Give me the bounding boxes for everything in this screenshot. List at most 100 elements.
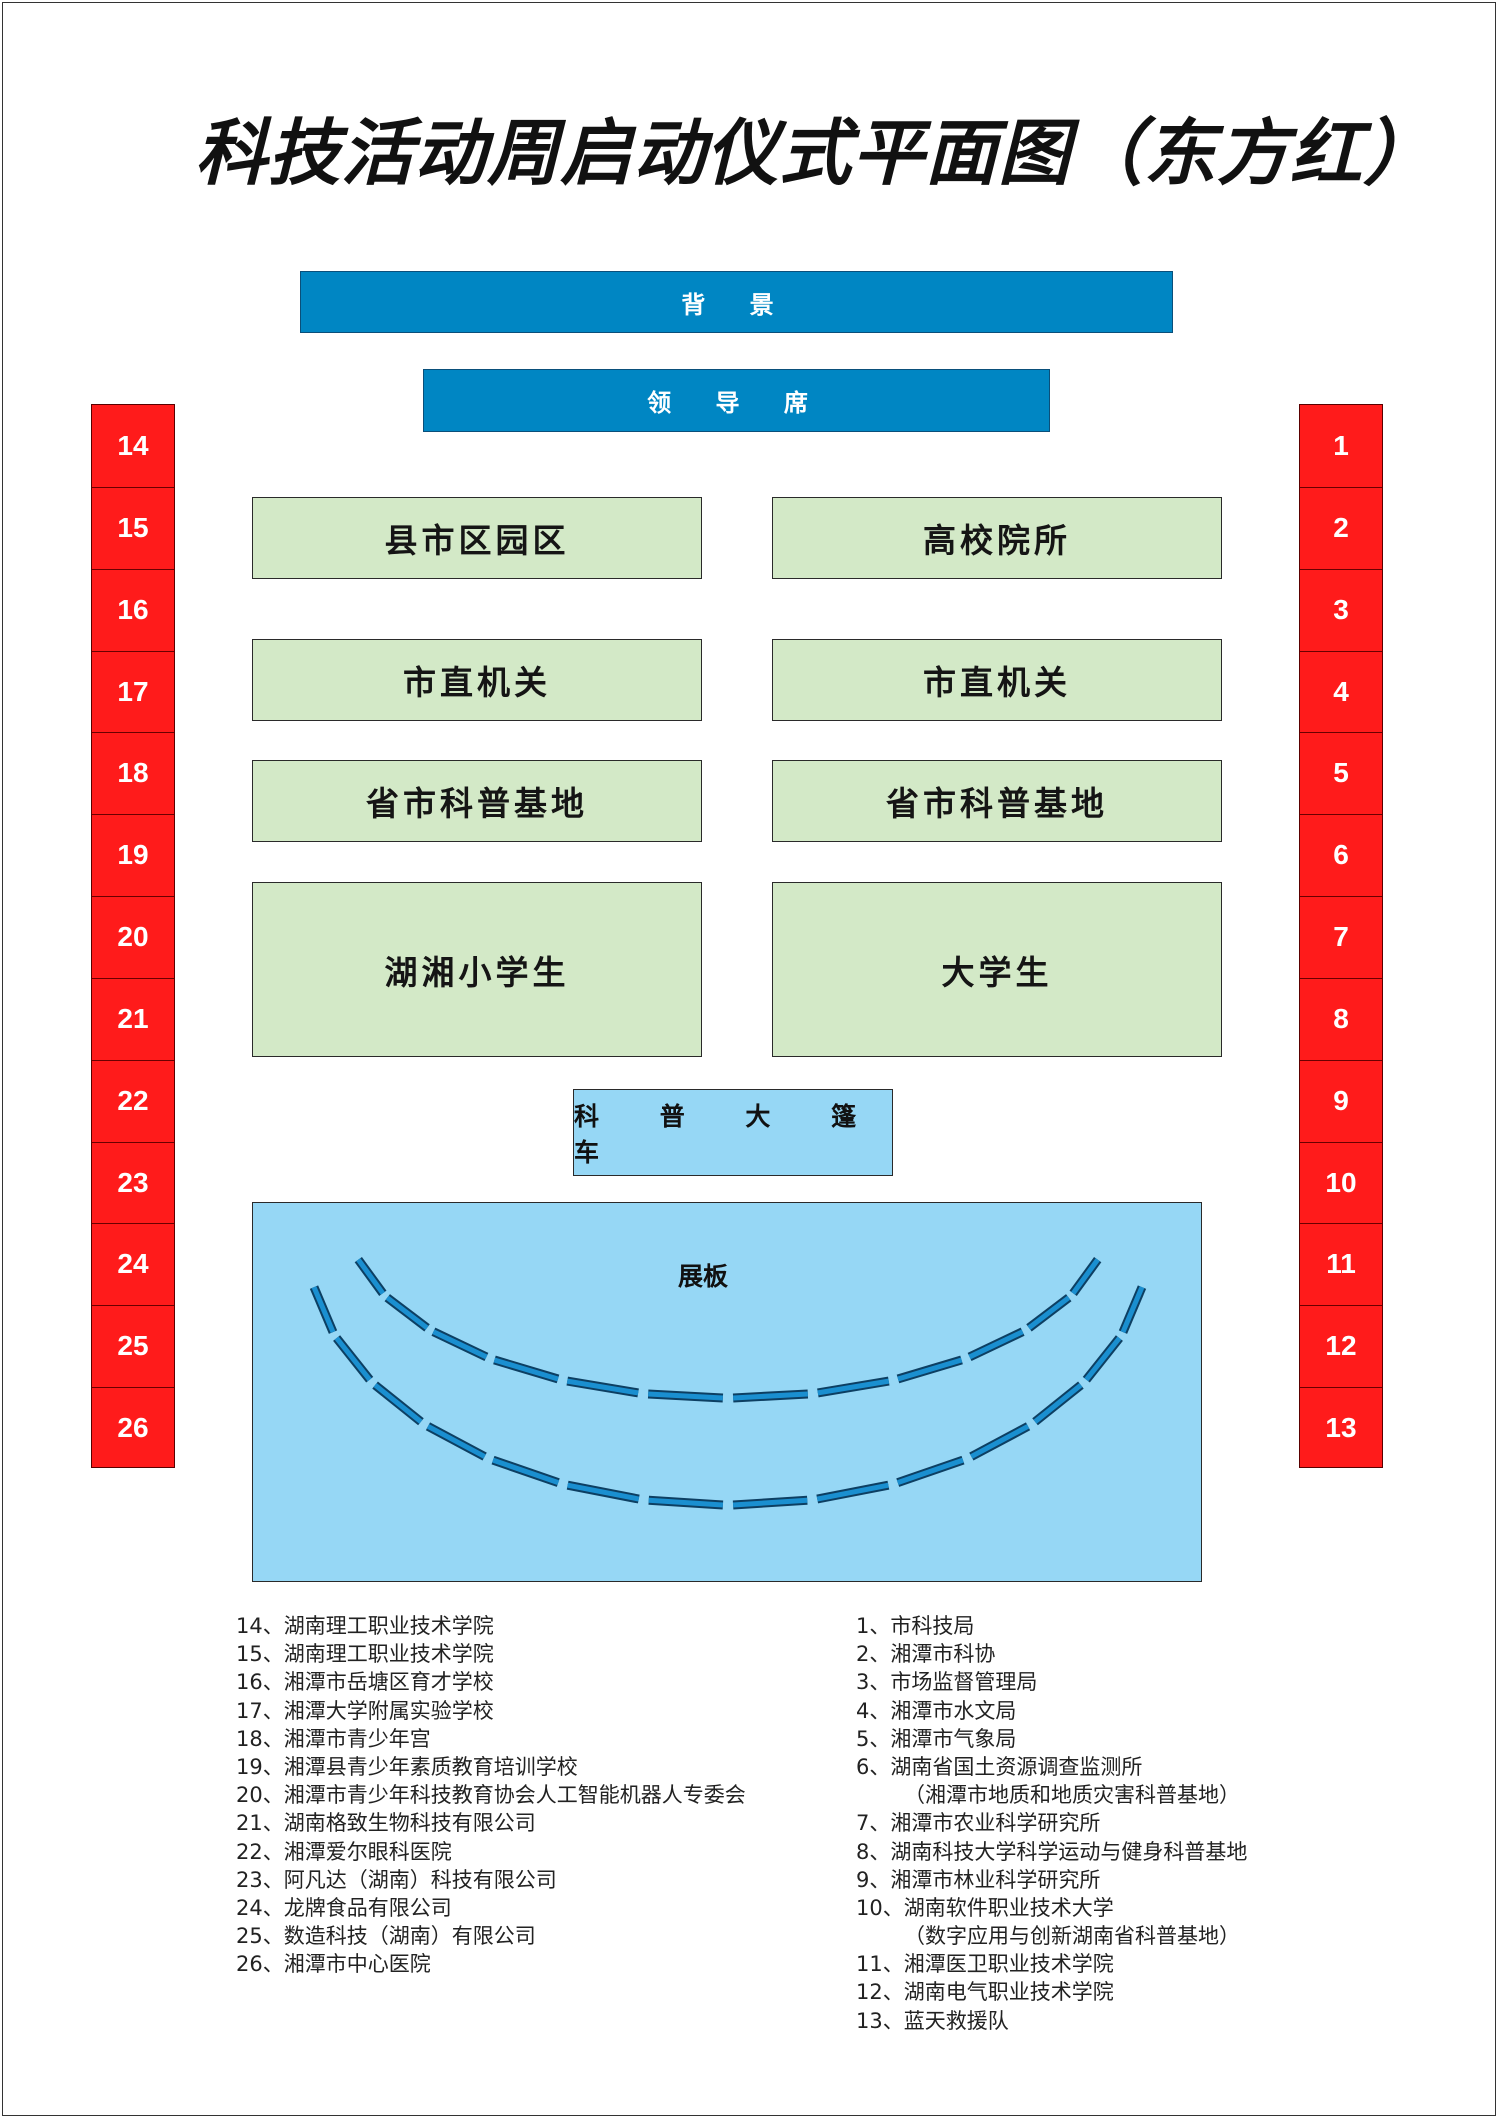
right-booth-12: 12 — [1325, 1330, 1357, 1362]
legend-item: 24、龙牌食品有限公司 — [236, 1895, 452, 1920]
exhibit-panel-fill — [492, 1457, 560, 1486]
left-booth-18: 18 — [117, 757, 149, 789]
right-booth-8: 8 — [1333, 1002, 1349, 1034]
left-booth-22: 22 — [117, 1084, 149, 1116]
right-booth-4: 4 — [1333, 675, 1349, 707]
booth-separator — [1300, 977, 1382, 979]
booth-separator — [92, 1223, 174, 1225]
booth-separator — [92, 814, 174, 816]
legend-item: 9、湘潭市林业科学研究所 — [856, 1867, 1101, 1892]
exhibit-panel-fill — [732, 1497, 808, 1508]
booth-separator — [92, 977, 174, 979]
exhibit-panel-fill — [426, 1424, 486, 1459]
exhibit-panel-fill — [311, 1286, 336, 1334]
left-booth-24: 24 — [117, 1248, 149, 1280]
exhibit-panel-fill — [968, 1329, 1024, 1360]
exhibit-panel-fill — [970, 1424, 1030, 1459]
legend-item: （湘潭市地质和地质灾害科普基地） — [904, 1783, 1240, 1808]
exhibit-panel-arcs — [309, 1256, 1147, 1510]
right-booth-2: 2 — [1333, 511, 1349, 543]
legend-item: 14、湖南理工职业技术学院 — [236, 1614, 494, 1638]
exhibit-panel-fill — [493, 1357, 559, 1382]
exhibit-panel-fill — [566, 1378, 639, 1396]
seating-right-1: 高校院所 — [772, 497, 1222, 579]
exhibit-panel-fill — [1120, 1286, 1145, 1334]
right-booth-11: 11 — [1326, 1248, 1356, 1280]
legend-item: 13、蓝天救援队 — [856, 2008, 1009, 2033]
booth-separator — [92, 1387, 174, 1389]
exhibit-panel-fill — [373, 1383, 423, 1424]
booth-separator — [92, 732, 174, 734]
booth-separator — [1300, 1223, 1382, 1225]
right-booth-9: 9 — [1333, 1084, 1349, 1116]
legend-item: 4、湘潭市水文局 — [856, 1698, 1017, 1723]
legend-item: 18、湘潭市青少年宫 — [236, 1726, 431, 1751]
seating-left-3: 省市科普基地 — [252, 760, 702, 842]
legend-item: 17、湘潭大学附属实验学校 — [236, 1698, 494, 1723]
seating-right-2: 市直机关 — [772, 639, 1222, 721]
left-booth-17: 17 — [117, 675, 149, 707]
exhibit-area: 展板 — [252, 1202, 1202, 1582]
booth-separator — [1300, 568, 1382, 570]
left-booth-14: 14 — [117, 430, 149, 461]
exhibit-panel-fill — [897, 1357, 963, 1382]
legend-item: 23、阿凡达（湖南）科技有限公司 — [236, 1867, 557, 1892]
legend-item: 20、湘潭市青少年科技教育协会人工智能机器人专委会 — [236, 1783, 746, 1808]
legend-item: 12、湖南电气职业技术学院 — [856, 1980, 1114, 2005]
seating-left-2: 市直机关 — [252, 639, 702, 721]
exhibit-panel-fill — [817, 1378, 890, 1396]
seating-right-4: 大学生 — [772, 882, 1222, 1057]
legend-item: 8、湖南科技大学科学运动与健身科普基地 — [856, 1839, 1248, 1864]
exhibit-panel-fill — [1033, 1383, 1083, 1424]
exhibit-panel-fill — [334, 1336, 372, 1382]
left-booth-23: 23 — [117, 1166, 149, 1198]
legend-item: 5、湘潭市气象局 — [856, 1726, 1017, 1751]
science-tent: 科 普 大 篷 车 — [573, 1089, 893, 1176]
legend-item: 7、湘潭市农业科学研究所 — [856, 1811, 1101, 1836]
seating-left-4: 湖湘小学生 — [252, 882, 702, 1057]
exhibit-panel-fill — [816, 1482, 889, 1502]
booth-separator — [1300, 1059, 1382, 1061]
right-booth-6: 6 — [1333, 839, 1349, 871]
legend-item: 1、市科技局 — [856, 1614, 975, 1638]
booth-separator — [92, 650, 174, 652]
left-booth-15: 15 — [117, 511, 149, 543]
legend-item: 21、湖南格致生物科技有限公司 — [236, 1811, 536, 1836]
booth-separator — [92, 568, 174, 570]
exhibit-panel-fill — [432, 1329, 488, 1360]
exhibit-panel-fill — [1071, 1258, 1100, 1295]
booth-separator — [92, 1059, 174, 1061]
left-booth-26: 26 — [117, 1412, 149, 1444]
legend-item: 16、湘潭市岳塘区育才学校 — [236, 1670, 494, 1695]
exhibit-label: 展板 — [678, 1262, 729, 1291]
booth-separator — [1300, 1387, 1382, 1389]
legend-item: 11、湘潭医卫职业技术学院 — [856, 1952, 1114, 1977]
booth-separator — [1300, 896, 1382, 898]
booth-separator — [1300, 732, 1382, 734]
booth-separator — [1300, 486, 1382, 488]
exhibit-panel-fill — [648, 1497, 724, 1508]
right-booth-10: 10 — [1325, 1166, 1357, 1198]
seating-right-3: 省市科普基地 — [772, 760, 1222, 842]
booth-separator — [1300, 650, 1382, 652]
booth-separator — [92, 486, 174, 488]
left-booth-21: 21 — [117, 1002, 149, 1034]
right-booth-1: 1 — [1333, 430, 1349, 461]
booth-separator — [92, 1305, 174, 1307]
leader-seat-bar: 领 导 席 — [423, 369, 1050, 432]
backdrop-bar: 背 景 — [300, 271, 1173, 333]
legend-item: 25、数造科技（湖南）有限公司 — [236, 1924, 536, 1949]
left-booth-20: 20 — [117, 921, 149, 953]
right-booth-7: 7 — [1333, 921, 1349, 953]
booth-separator — [1300, 1141, 1382, 1143]
legend-item: 26、湘潭市中心医院 — [236, 1952, 431, 1977]
booth-separator — [1300, 814, 1382, 816]
left-booth-16: 16 — [117, 593, 149, 625]
page-title: 科技活动周启动仪式平面图（东方红） — [195, 111, 1437, 195]
legend-item: 2、湘潭市科协 — [856, 1642, 996, 1667]
